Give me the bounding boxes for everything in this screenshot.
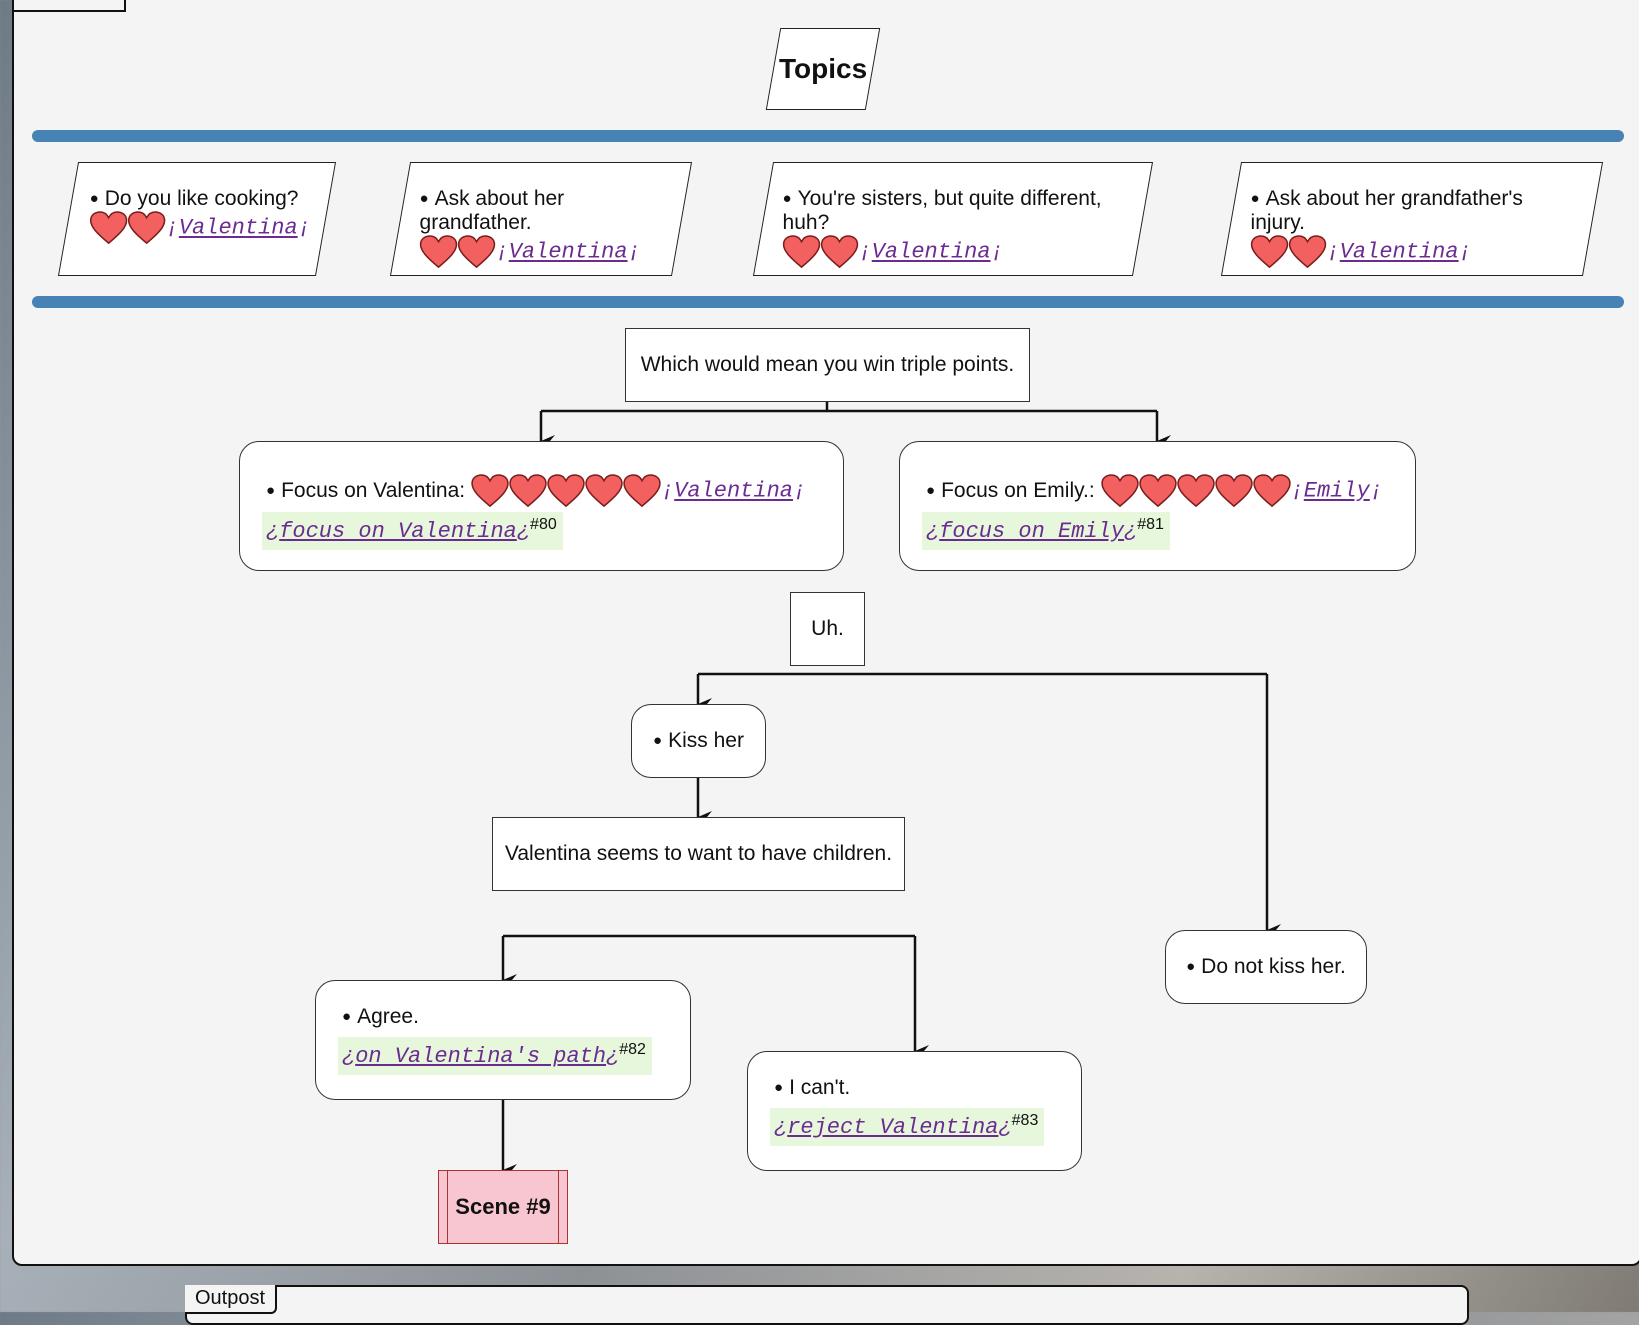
hearts — [1250, 235, 1327, 269]
choice-label: Focus on Emily.: — [926, 479, 1095, 502]
hearts — [782, 235, 859, 269]
topic-card[interactable]: Ask about her grandfather. ¡Valentina¡ — [389, 162, 693, 276]
heart-icon — [509, 474, 547, 508]
heart-icon — [623, 474, 661, 508]
reject-valentina-link[interactable]: reject Valentina — [787, 1115, 999, 1140]
top-divider-bar — [32, 130, 1624, 142]
topic-card[interactable]: Do you like cooking? ¡Valentina¡ — [57, 162, 337, 276]
hearts — [1100, 474, 1291, 508]
heart-icon — [457, 235, 496, 269]
choice-number: #83 — [1011, 1112, 1039, 1129]
hearts — [89, 211, 166, 245]
triple-points-text: Which would mean you win triple points. — [640, 353, 1015, 376]
focus-emily-choice[interactable]: Focus on Emily.: ¡Emily¡ ¿focus on Emily… — [899, 441, 1416, 571]
triple-points-note: Which would mean you win triple points. — [625, 328, 1030, 402]
heart-icon — [89, 211, 128, 245]
agree-choice[interactable]: Agree. ¿on Valentina's path¿#82 — [315, 980, 691, 1100]
heart-icon — [1214, 474, 1253, 508]
heart-icon — [1176, 474, 1215, 508]
path-tag: ¿focus on Valentina¿#80 — [262, 512, 563, 550]
children-note: Valentina seems to want to have children… — [492, 817, 905, 891]
heart-icon — [547, 474, 585, 508]
i-cant-choice[interactable]: I can't. ¿reject Valentina¿#83 — [747, 1051, 1082, 1171]
focus-valentina-link[interactable]: focus on Valentina — [279, 519, 517, 544]
path-tag: ¿on Valentina's path¿#82 — [338, 1037, 652, 1075]
outpost-panel — [185, 1285, 1469, 1325]
do-not-kiss-choice[interactable]: Do not kiss her. — [1165, 930, 1367, 1004]
heart-icon — [1252, 474, 1291, 508]
heart-icon — [782, 235, 821, 269]
children-text: Valentina seems to want to have children… — [504, 842, 893, 865]
focus-valentina-choice[interactable]: Focus on Valentina: ¡Valentina¡ ¿focus o… — [239, 441, 844, 571]
outpost-tab: Outpost — [185, 1285, 278, 1314]
heart-icon — [1100, 474, 1139, 508]
path-tag: ¿reject Valentina¿#83 — [770, 1108, 1045, 1146]
uh-text: Uh. — [811, 617, 844, 640]
valentina-link[interactable]: Valentina — [674, 478, 793, 504]
valentina-path-link[interactable]: on Valentina's path — [355, 1044, 607, 1069]
heart-icon — [1250, 235, 1289, 269]
path-tag: ¿focus on Emily¿#81 — [922, 512, 1170, 550]
uh-note: Uh. — [790, 592, 865, 666]
emily-link[interactable]: Emily — [1303, 478, 1370, 504]
topic-card[interactable]: Ask about her grandfather's injury. ¡Val… — [1220, 162, 1604, 276]
heart-icon — [820, 235, 859, 269]
choice-number: #82 — [619, 1041, 646, 1058]
choice-number: #80 — [530, 516, 557, 533]
focus-emily-link[interactable]: focus on Emily — [939, 519, 1125, 544]
scene-label: Scene #9 — [455, 1194, 551, 1219]
heart-icon — [585, 474, 623, 508]
heart-icon — [419, 235, 458, 269]
hearts — [471, 474, 661, 508]
choice-label: Do not kiss her. — [1186, 955, 1346, 979]
topic-card[interactable]: You're sisters, but quite different, huh… — [752, 162, 1154, 276]
scene-box[interactable]: Scene #9 — [438, 1170, 568, 1244]
heart-icon — [127, 211, 166, 245]
choice-label: Agree. — [342, 1005, 690, 1029]
choice-label: Kiss her — [653, 729, 744, 753]
panel-tab — [12, 0, 126, 12]
heart-icon — [1288, 235, 1327, 269]
heart-icon — [471, 474, 509, 508]
heart-icon — [1138, 474, 1177, 508]
choice-number: #81 — [1137, 516, 1164, 533]
hearts — [419, 235, 496, 269]
choice-label: Focus on Valentina: — [266, 479, 465, 502]
bottom-divider-bar — [32, 296, 1624, 308]
choice-label: I can't. — [774, 1076, 1081, 1100]
kiss-her-choice[interactable]: Kiss her — [631, 704, 766, 778]
